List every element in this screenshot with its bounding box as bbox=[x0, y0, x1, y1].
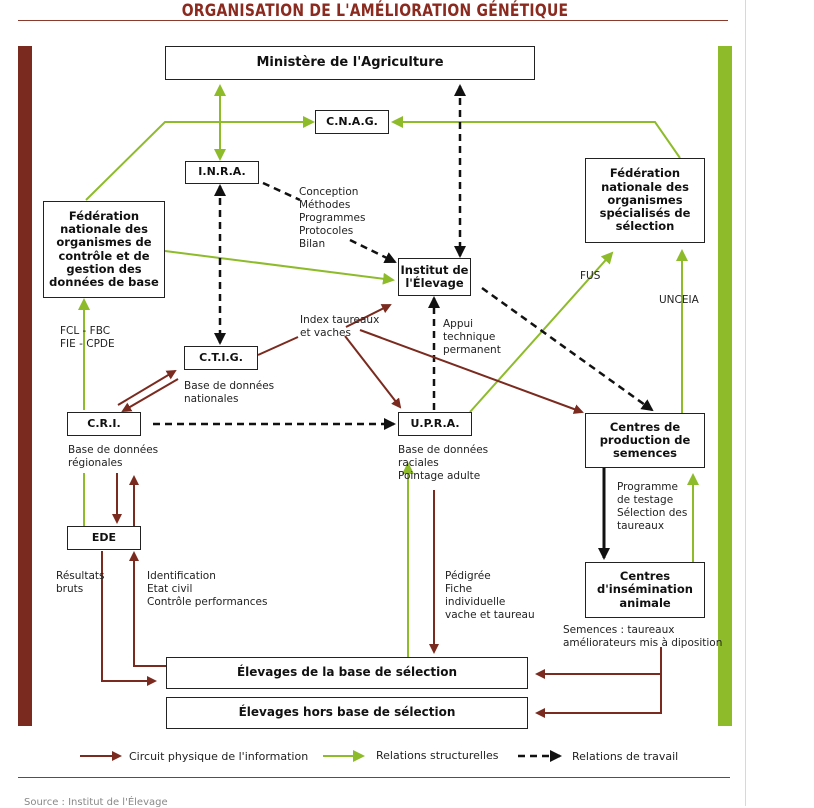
link-elevages-ede bbox=[129, 551, 166, 667]
link-ctig-index bbox=[257, 336, 299, 356]
box-centres-insemination: Centres d'insémination animale bbox=[585, 562, 705, 618]
left-bar bbox=[18, 46, 32, 726]
box-upra: U.P.R.A. bbox=[398, 412, 472, 436]
page-edge-rule bbox=[745, 0, 746, 806]
link-upra-fus bbox=[469, 251, 614, 413]
link-federation-cnag bbox=[85, 116, 315, 201]
box-federation-selection: Fédération nationale des organismes spéc… bbox=[585, 158, 705, 243]
label-bdd-nationales: Base de données nationales bbox=[184, 380, 275, 405]
link-insemination-base bbox=[535, 647, 662, 679]
link-ede-elevages bbox=[101, 551, 157, 686]
link-inra-institut bbox=[262, 181, 301, 202]
box-cri: C.R.I. bbox=[67, 412, 141, 436]
box-ministere: Ministère de l'Agriculture bbox=[165, 46, 535, 80]
label-index: Index taureaux et vaches bbox=[300, 314, 380, 339]
link-cri-ctig bbox=[117, 369, 177, 406]
title-underline bbox=[18, 20, 728, 21]
link-ctig-cri bbox=[121, 378, 179, 413]
label-conception: Conception Méthodes Programmes Protocole… bbox=[299, 186, 366, 250]
source-note: Source : Institut de l'Élevage bbox=[24, 797, 168, 808]
diagram-title: ORGANISATION DE L'AMÉLIORATION GÉNÉTIQUE bbox=[181, 1, 569, 21]
link-index-institut bbox=[345, 304, 392, 328]
link-insemination-hors bbox=[535, 674, 662, 718]
label-bdd-regionales: Base de données régionales bbox=[68, 444, 159, 469]
physical-circuit bbox=[101, 304, 662, 718]
link-index-upra bbox=[344, 335, 402, 409]
box-inra: I.N.R.A. bbox=[185, 161, 259, 184]
label-semences: Semences : taureaux améliorateurs mis à … bbox=[563, 624, 723, 649]
label-programme: Programme de testage Sélection des taure… bbox=[617, 481, 688, 532]
box-centres-production: Centres de production de semences bbox=[585, 413, 705, 468]
legend-work: Relations de travail bbox=[572, 750, 679, 763]
link-federation-institut bbox=[164, 250, 395, 285]
box-institut: Institut de l'Élevage bbox=[398, 258, 471, 296]
label-identification: Identification Etat civil Contrôle perfo… bbox=[147, 570, 268, 608]
right-bar bbox=[718, 46, 732, 726]
box-federation-controle: Fédération nationale des organismes de c… bbox=[43, 201, 165, 298]
label-fcl: FCL - FBC FIE - CPDE bbox=[60, 325, 115, 350]
box-elevages-hors: Élevages hors base de sélection bbox=[166, 697, 528, 729]
link-federation-selection-cnag bbox=[391, 116, 681, 159]
work-relations bbox=[153, 84, 654, 430]
label-resultats: Résultats bruts bbox=[56, 570, 105, 595]
link-institut-centres bbox=[481, 286, 654, 412]
legend-physical: Circuit physique de l'information bbox=[129, 750, 309, 763]
label-unceia: UNCEIA bbox=[659, 294, 699, 306]
label-pedigree: Pédigrée Fiche individuelle vache et tau… bbox=[445, 570, 535, 621]
label-bdd-raciales: Base de données raciales Pointage adulte bbox=[398, 444, 489, 482]
box-ctig: C.T.I.G. bbox=[184, 346, 258, 370]
label-fus: FUS bbox=[580, 270, 601, 282]
bottom-rule bbox=[18, 777, 730, 778]
legend-structural: Relations structurelles bbox=[376, 749, 499, 762]
link-conception-institut bbox=[349, 238, 397, 264]
structural-relations bbox=[78, 84, 699, 657]
box-ede: EDE bbox=[67, 526, 141, 550]
box-elevages-base: Élevages de la base de sélection bbox=[166, 657, 528, 689]
label-appui: Appui technique permanent bbox=[443, 318, 501, 356]
link-index-centres bbox=[359, 329, 584, 414]
box-cnag: C.N.A.G. bbox=[315, 110, 389, 134]
